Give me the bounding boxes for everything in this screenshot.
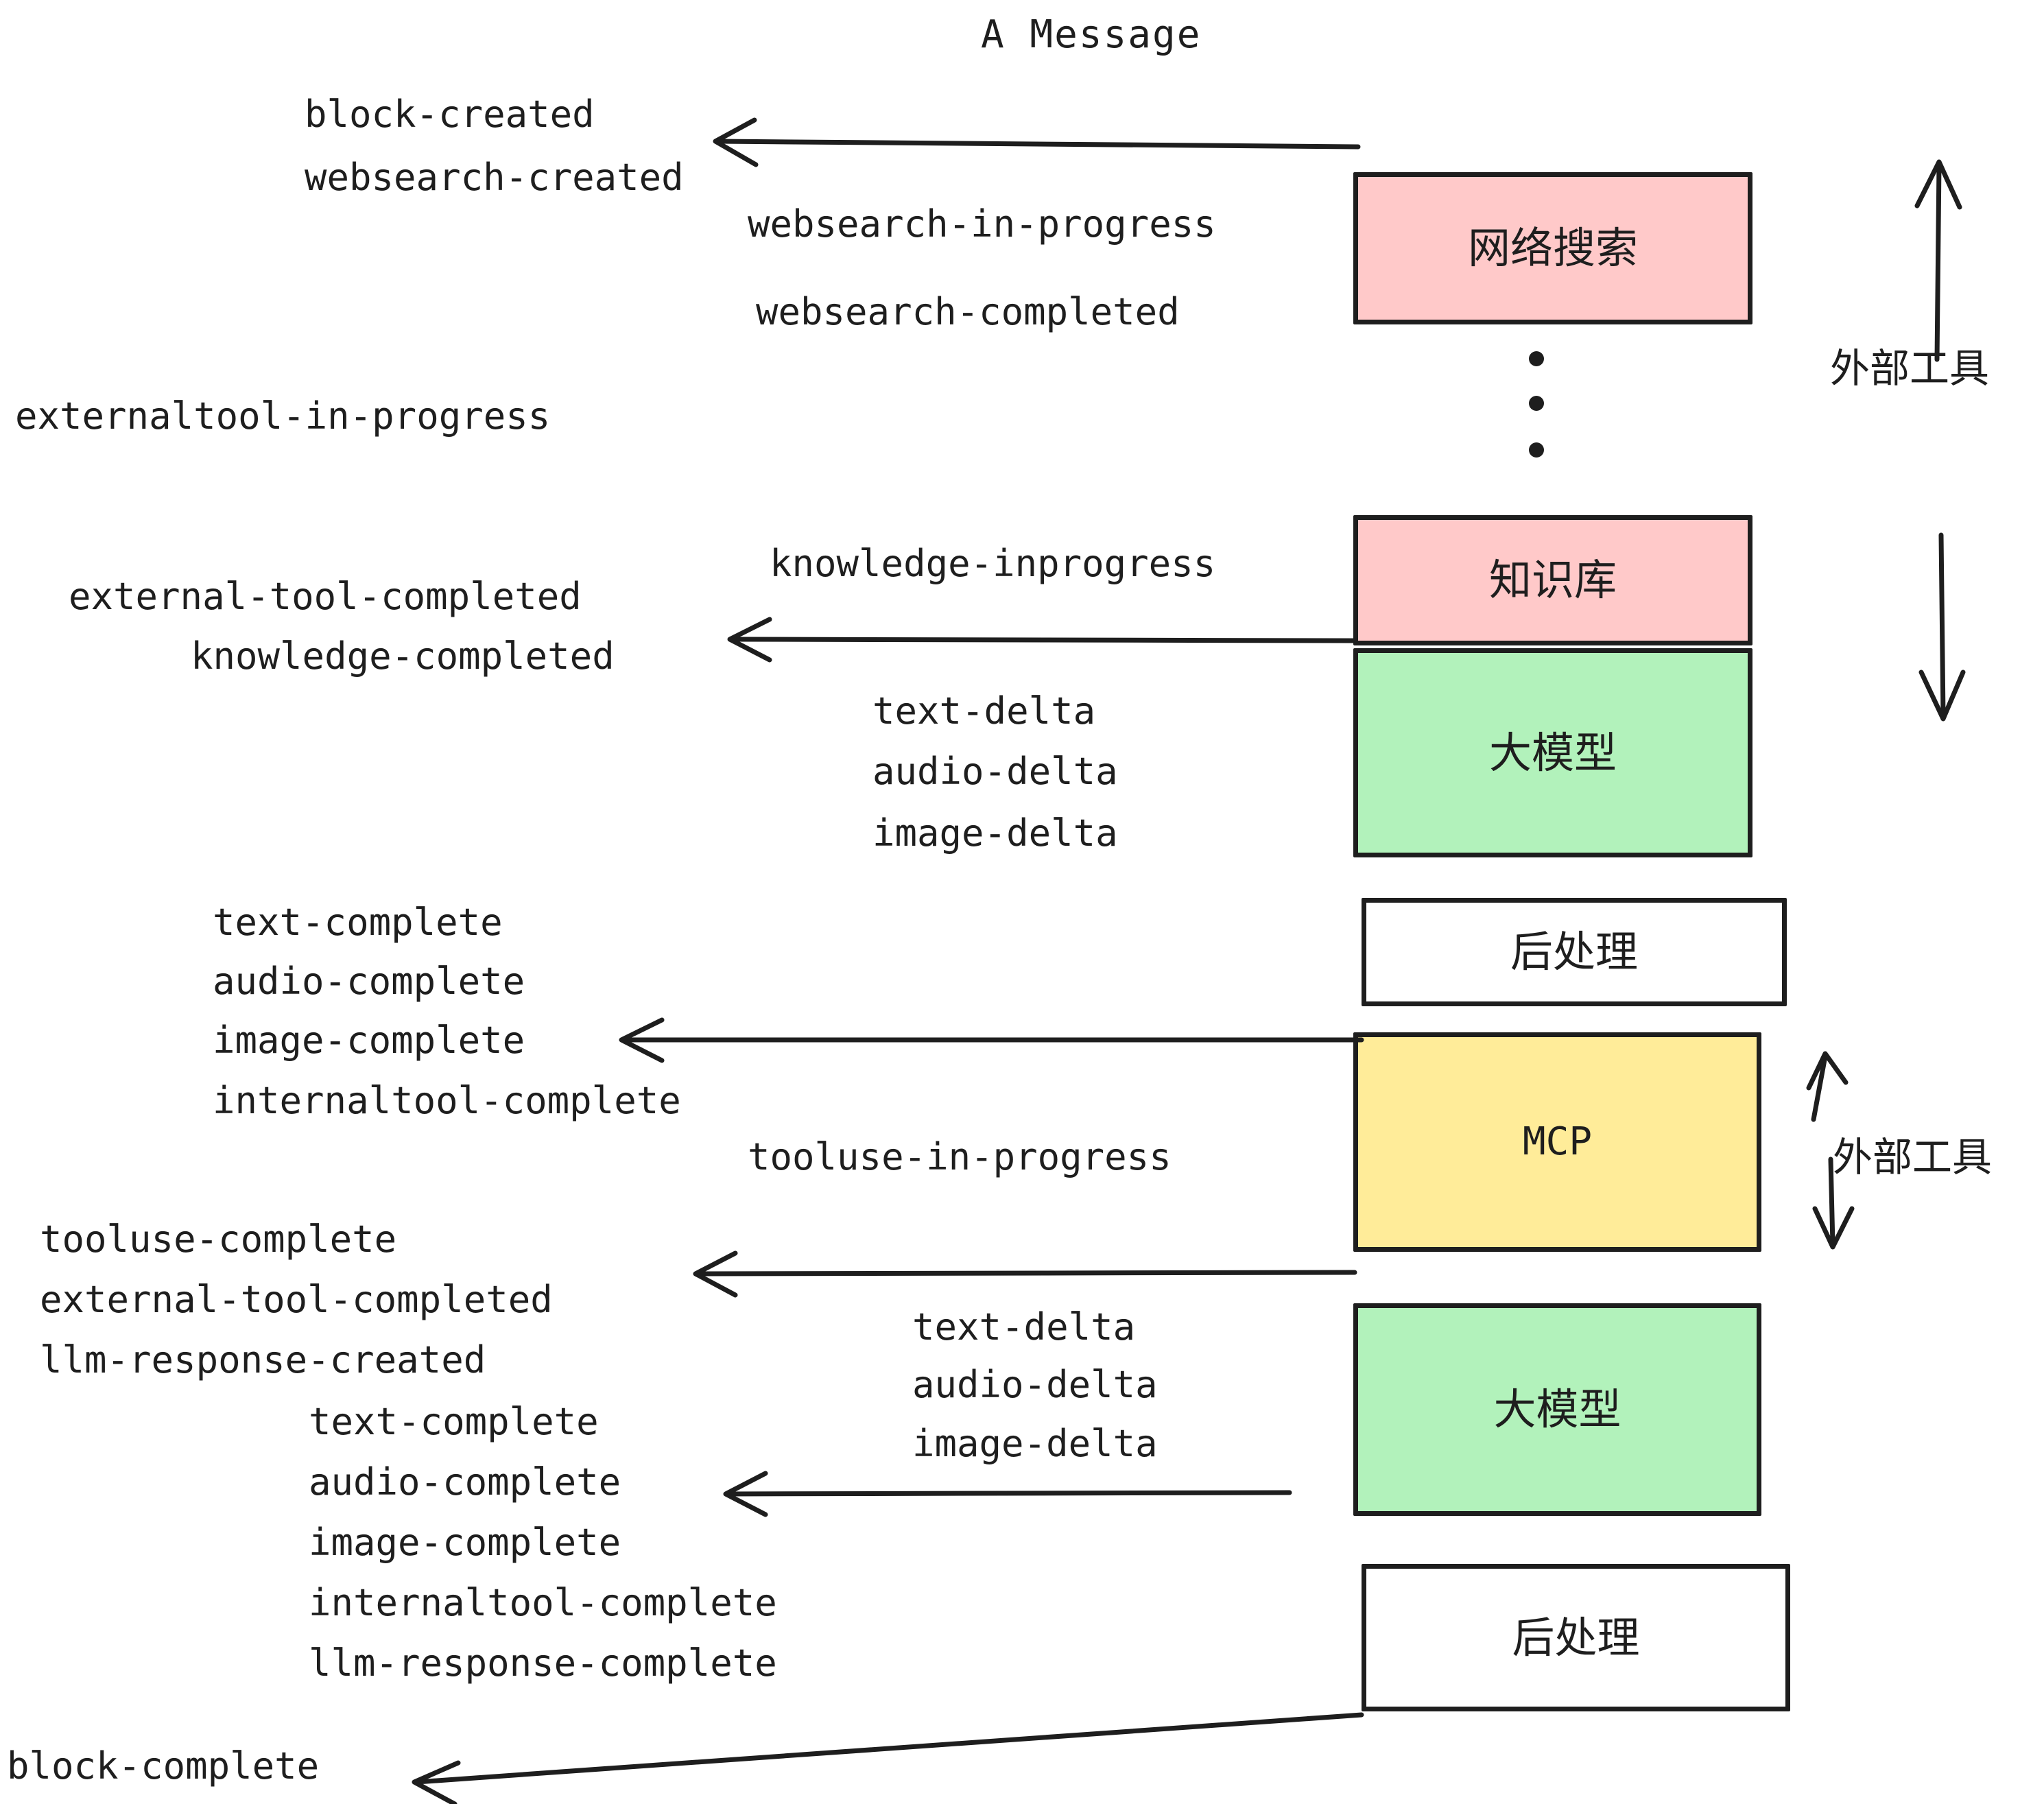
side-label-external-tool-bottom: 外部工具 bbox=[1833, 1134, 1993, 1180]
box-knowledge[interactable]: 知识库 bbox=[1353, 515, 1752, 645]
box-mcp-label: MCP bbox=[1522, 1119, 1593, 1164]
event-audio-delta-2: audio-delta bbox=[912, 1363, 1158, 1406]
ellipsis-dot-1 bbox=[1529, 351, 1544, 366]
box-websearch[interactable]: 网络搜索 bbox=[1353, 172, 1752, 324]
event-tooluse-in-progress: tooluse-in-progress bbox=[748, 1135, 1172, 1178]
event-websearch-created: websearch-created bbox=[305, 156, 684, 199]
event-internaltool-complete-2: internaltool-complete bbox=[309, 1581, 777, 1624]
event-audio-complete-2: audio-complete bbox=[309, 1460, 621, 1504]
arrow-postprocess-bottom-to-block-complete bbox=[412, 1712, 1364, 1804]
box-postprocess-bottom-label: 后处理 bbox=[1512, 1612, 1640, 1663]
event-audio-complete-1: audio-complete bbox=[213, 960, 525, 1003]
box-llm-bottom-label: 大模型 bbox=[1493, 1384, 1621, 1434]
box-llm-top-label: 大模型 bbox=[1488, 727, 1617, 778]
ellipsis-dot-3 bbox=[1529, 442, 1544, 458]
arrow-llm-bottom-to-audio-complete bbox=[723, 1471, 1292, 1517]
page-title: A Message bbox=[981, 12, 1202, 57]
arrow-websearch-to-created bbox=[713, 117, 1361, 167]
event-externaltool-in-progress: externaltool-in-progress bbox=[15, 394, 551, 438]
box-postprocess-top[interactable]: 后处理 bbox=[1362, 898, 1787, 1006]
event-audio-delta-1: audio-delta bbox=[872, 750, 1118, 793]
event-block-complete: block-complete bbox=[7, 1744, 320, 1788]
event-websearch-completed: websearch-completed bbox=[756, 290, 1180, 333]
arrow-knowledge-to-completed bbox=[727, 617, 1357, 663]
event-text-delta-1: text-delta bbox=[872, 689, 1096, 733]
arrow-mcp-to-tooluse-complete bbox=[693, 1250, 1357, 1298]
arrow-postprocess-to-image-complete bbox=[619, 1017, 1364, 1063]
box-mcp[interactable]: MCP bbox=[1353, 1032, 1761, 1252]
event-llm-response-complete: llm-response-complete bbox=[309, 1641, 777, 1685]
box-postprocess-bottom[interactable]: 后处理 bbox=[1362, 1564, 1790, 1711]
event-tooluse-complete: tooluse-complete bbox=[40, 1218, 397, 1261]
box-llm-top[interactable]: 大模型 bbox=[1353, 648, 1752, 857]
event-image-complete-2: image-complete bbox=[309, 1521, 621, 1564]
event-image-delta-2: image-delta bbox=[912, 1422, 1158, 1465]
side-label-external-tool-top: 外部工具 bbox=[1830, 345, 1990, 392]
event-block-created: block-created bbox=[305, 93, 595, 136]
bracket-arrow-external-tool-top bbox=[1914, 159, 1966, 722]
event-external-tool-completed-1: external-tool-completed bbox=[69, 575, 582, 618]
event-text-complete-2: text-complete bbox=[309, 1400, 599, 1443]
box-llm-bottom[interactable]: 大模型 bbox=[1353, 1303, 1761, 1516]
box-knowledge-label: 知识库 bbox=[1488, 555, 1617, 605]
box-websearch-label: 网络搜索 bbox=[1467, 223, 1638, 273]
event-image-delta-1: image-delta bbox=[872, 811, 1118, 855]
box-postprocess-top-label: 后处理 bbox=[1510, 927, 1638, 977]
event-text-delta-2: text-delta bbox=[912, 1305, 1136, 1349]
event-internaltool-complete-1: internaltool-complete bbox=[213, 1079, 681, 1122]
event-external-tool-completed-2: external-tool-completed bbox=[40, 1278, 553, 1321]
event-knowledge-inprogress: knowledge-inprogress bbox=[770, 542, 1216, 585]
event-websearch-in-progress: websearch-in-progress bbox=[748, 202, 1216, 246]
event-knowledge-completed: knowledge-completed bbox=[191, 634, 615, 678]
event-text-complete-1: text-complete bbox=[213, 901, 503, 944]
event-llm-response-created: llm-response-created bbox=[40, 1338, 486, 1381]
ellipsis-dot-2 bbox=[1529, 396, 1544, 411]
event-image-complete-1: image-complete bbox=[213, 1019, 525, 1062]
